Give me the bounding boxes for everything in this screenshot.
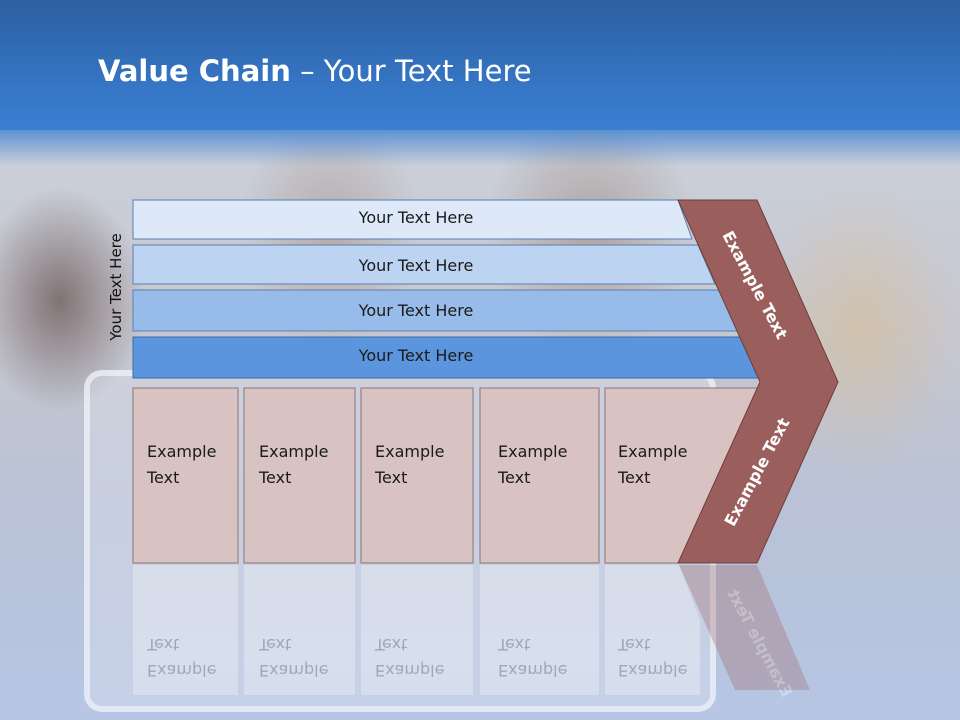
box-1-label: Example Text <box>147 442 217 487</box>
box-5-reflection <box>605 565 700 695</box>
box-2-reflection <box>244 565 355 695</box>
box-5-label: Example Text <box>618 442 688 487</box>
chevron-arrow-shape <box>677 199 839 564</box>
box-2-label: Example Text <box>259 442 329 487</box>
box-4-label: Example Text <box>498 442 568 487</box>
chevron-reflection <box>679 565 810 690</box>
bar-2-shape <box>132 244 716 285</box>
title-bold: Value Chain <box>98 54 291 88</box>
box-5-reflection-label: Example Text <box>618 635 688 680</box>
arrow-reflection-label: Example Text <box>723 585 797 701</box>
box-4-reflection-label: Example Text <box>498 635 568 680</box>
bar-1-label: Your Text Here <box>358 208 474 227</box>
bar-2-label: Your Text Here <box>358 256 474 275</box>
box-1-reflection <box>133 565 238 695</box>
box-2-reflection-label: Example Text <box>259 635 329 680</box>
title-banner <box>0 0 960 130</box>
box-1-shape <box>132 387 239 564</box>
box-4-shape <box>479 387 600 564</box>
bar-1-shape <box>132 199 693 240</box>
title-rest: – Your Text Here <box>290 54 532 88</box>
box-3-label: Example Text <box>375 442 445 487</box>
box-4-reflection <box>480 565 599 695</box>
box-3-reflection-label: Example Text <box>375 635 445 680</box>
box-3-reflection <box>361 565 473 695</box>
page-title: Value Chain – Your Text Here <box>98 54 532 88</box>
bar-3-label: Your Text Here <box>358 301 474 320</box>
box-2-shape <box>243 387 356 564</box>
reflection: Example Text Example Text Example Text E… <box>0 563 960 720</box>
box-3-shape <box>360 387 474 564</box>
bar-4-label: Your Text Here <box>358 346 474 365</box>
box-1-reflection-label: Example Text <box>147 635 217 680</box>
title-banner-fade <box>0 126 960 166</box>
reflection-shapes <box>133 565 810 695</box>
